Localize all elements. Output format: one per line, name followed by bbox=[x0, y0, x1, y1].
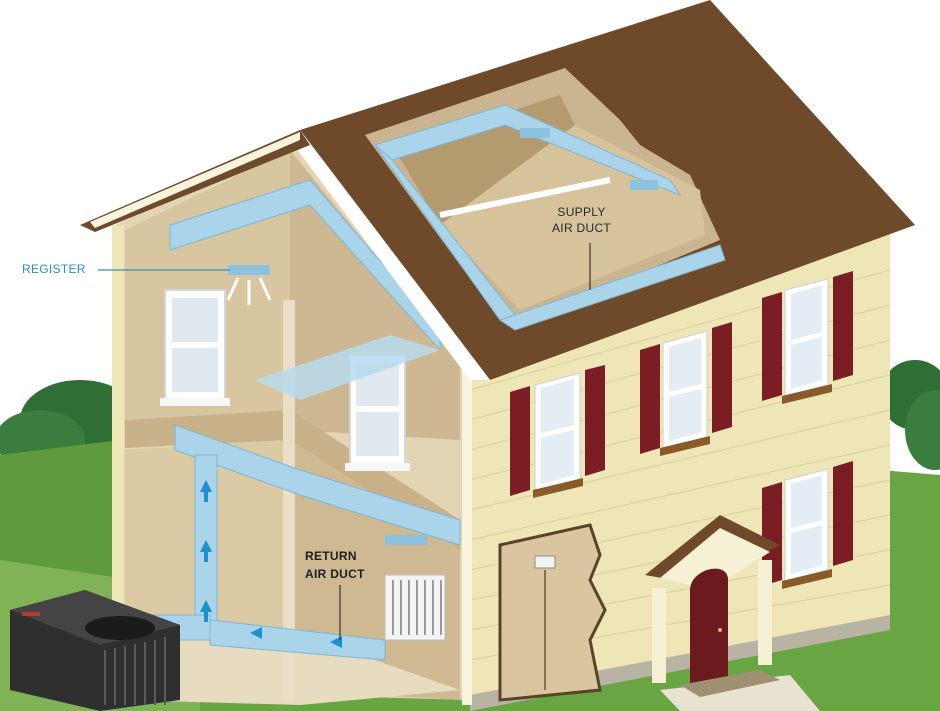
roof bbox=[80, 0, 915, 380]
register-vent bbox=[228, 265, 270, 275]
attic-supply-duct bbox=[374, 104, 726, 331]
return-grille bbox=[384, 574, 446, 641]
register-label: REGISTER bbox=[22, 262, 86, 276]
thermostat-icon bbox=[534, 555, 556, 569]
upper-facade-windows bbox=[510, 271, 853, 589]
return-label-line2: AIR DUCT bbox=[305, 567, 365, 581]
front-door bbox=[690, 568, 728, 685]
supply-label-line1: SUPPLY bbox=[557, 205, 606, 219]
return-air-duct-label: RETURN AIR DUCT bbox=[305, 547, 365, 583]
thermostat-wall-cutaway bbox=[498, 523, 607, 702]
return-duct-system bbox=[139, 454, 446, 661]
upstairs-window-left bbox=[160, 289, 230, 406]
supply-air-duct-label: SUPPLY AIR DUCT bbox=[552, 204, 611, 236]
return-label-line1: RETURN bbox=[305, 549, 357, 563]
floor-branch-ducts bbox=[174, 335, 461, 546]
air-conditioner-condenser bbox=[10, 590, 180, 711]
front-porch bbox=[645, 515, 780, 697]
walkway bbox=[660, 675, 820, 711]
supply-label-line2: AIR DUCT bbox=[552, 221, 612, 235]
